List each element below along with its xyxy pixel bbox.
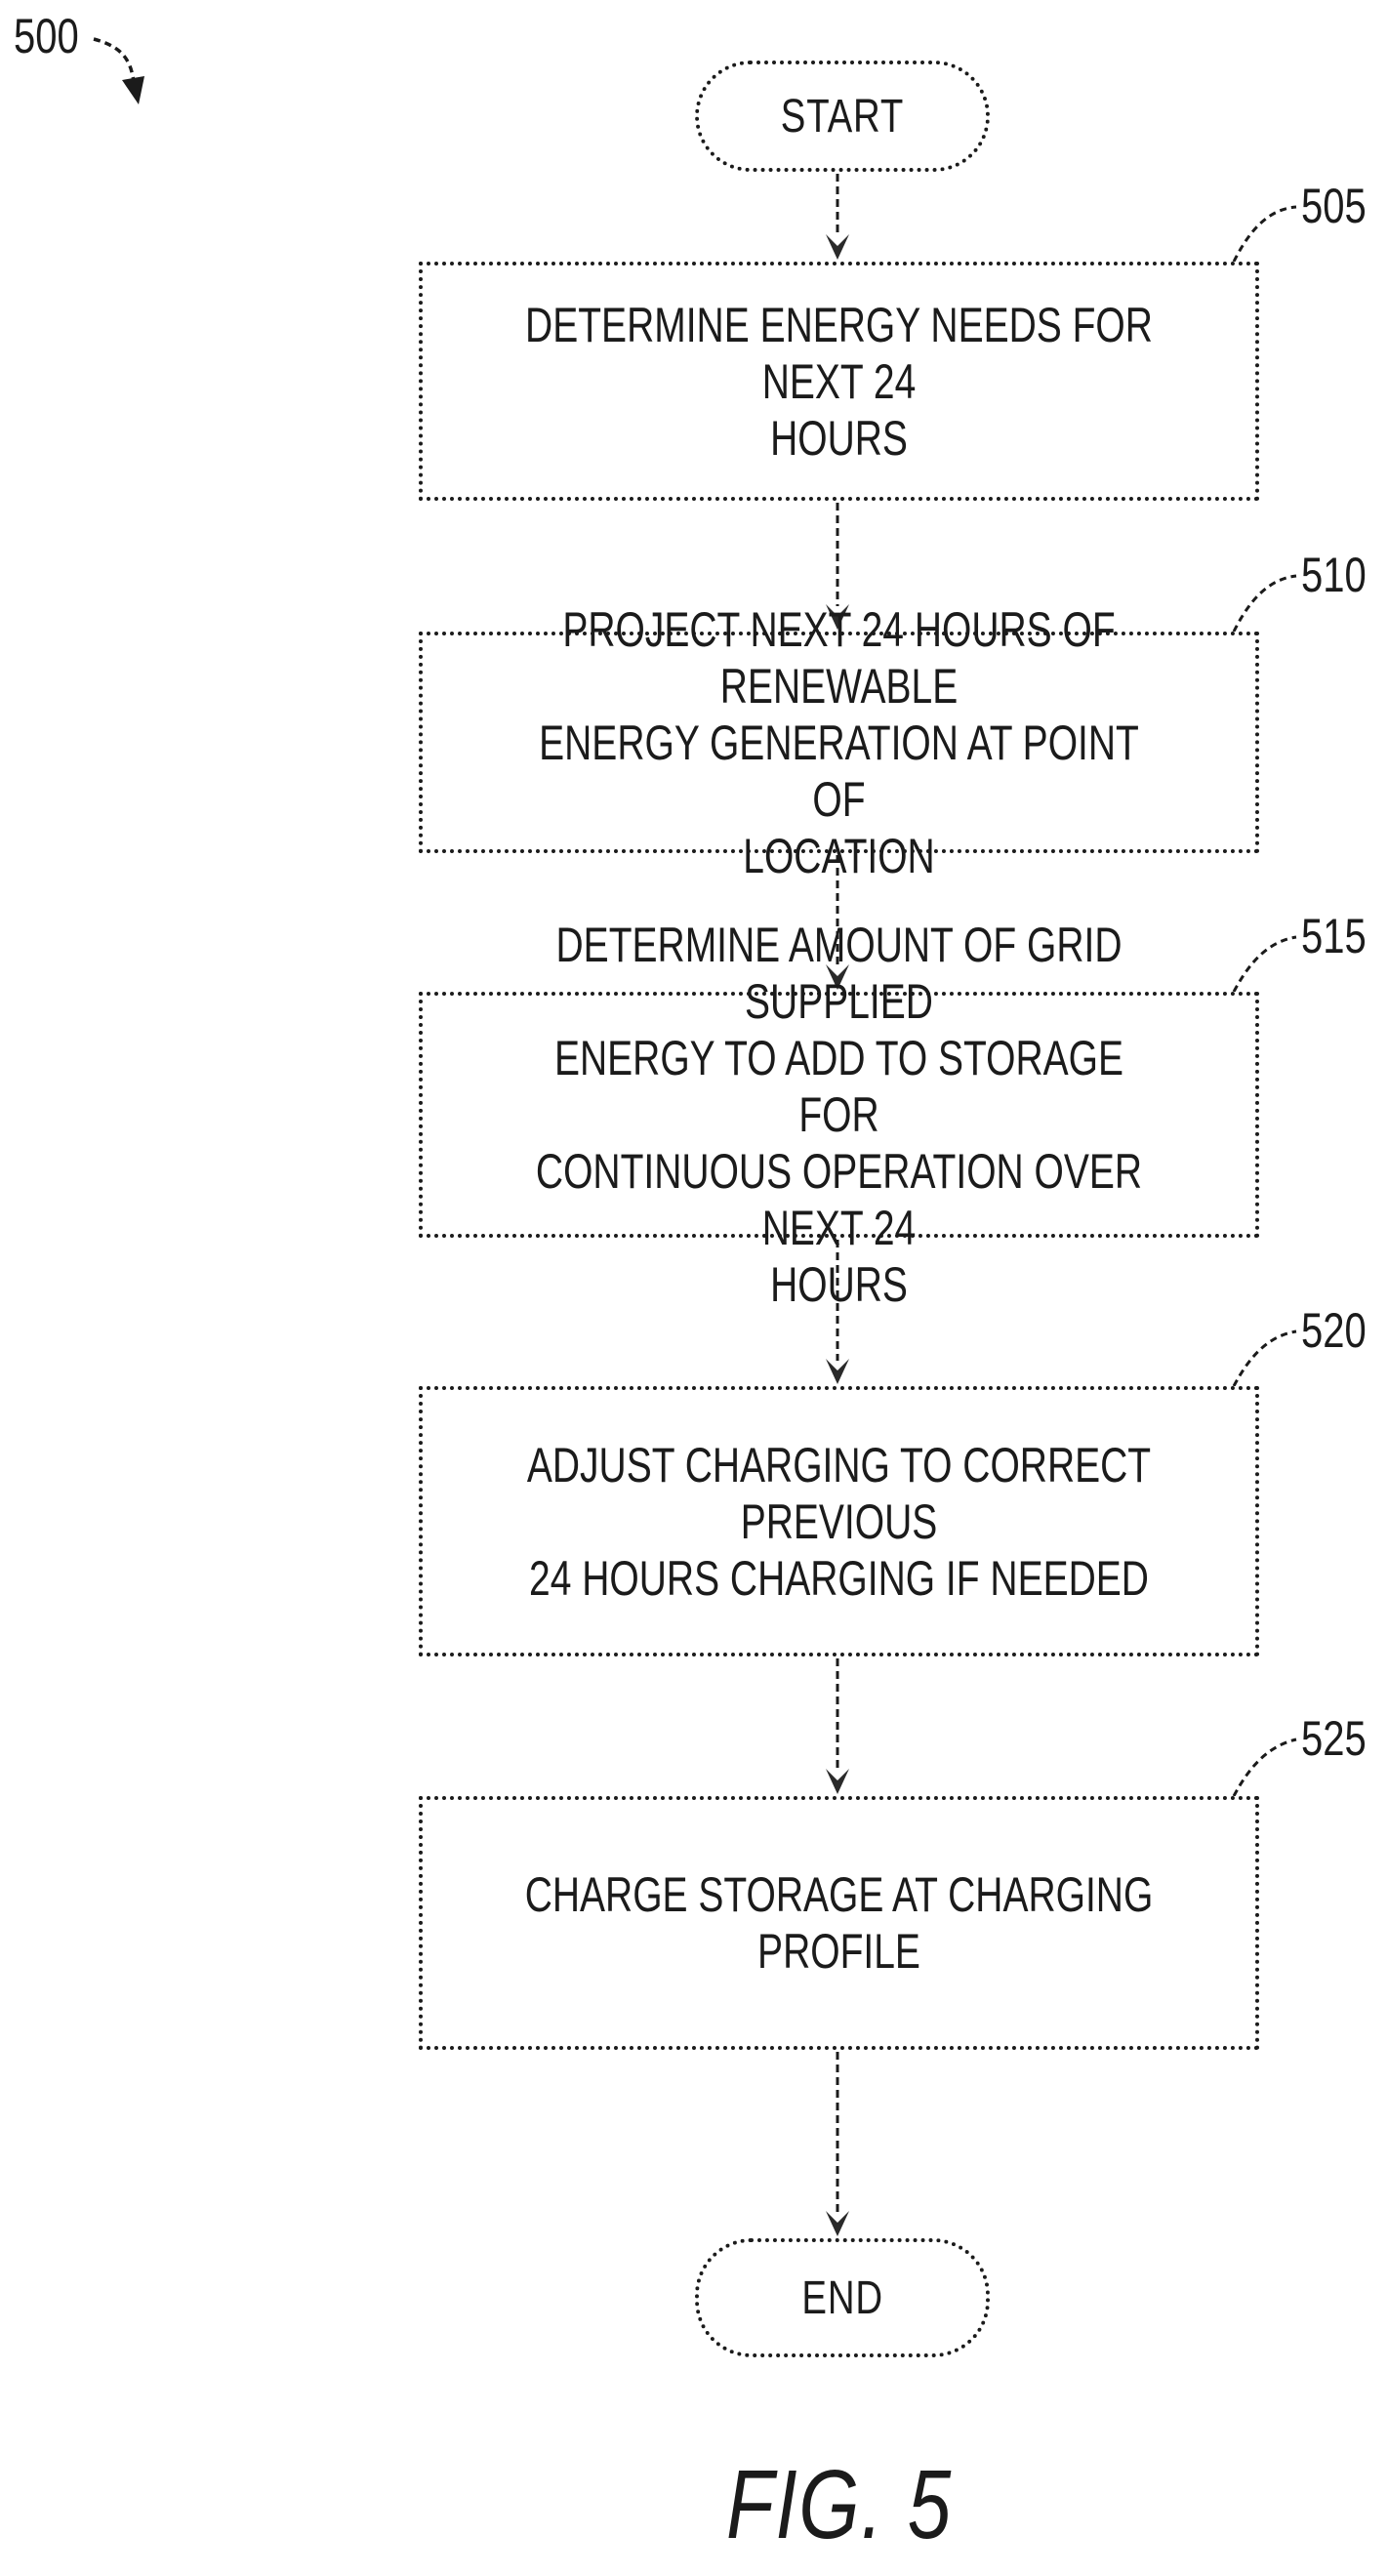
process-text-515: DETERMINE AMOUNT OF GRID SUPPLIED ENERGY… <box>535 918 1143 1312</box>
leader-520 <box>1232 1329 1297 1387</box>
figure-caption-wrap: FIG. 5 <box>419 2456 1259 2554</box>
process-box-525: CHARGE STORAGE AT CHARGING PROFILE <box>419 1796 1259 2050</box>
start-terminal: START <box>695 61 990 172</box>
figure-ref-arrowhead <box>122 76 144 104</box>
end-label: END <box>801 2271 883 2324</box>
start-label: START <box>780 90 905 143</box>
process-box-520: ADJUST CHARGING TO CORRECT PREVIOUS 24 H… <box>419 1386 1259 1656</box>
process-text-505: DETERMINE ENERGY NEEDS FOR NEXT 24 HOURS <box>525 297 1153 466</box>
process-text-510: PROJECT NEXT 24 HOURS OF RENEWABLE ENERG… <box>539 601 1139 883</box>
flow-arrowhead-515-520 <box>826 1359 849 1384</box>
ref-label-525: 525 <box>1301 1711 1367 1766</box>
ref-label-510: 510 <box>1301 548 1367 602</box>
figure-caption: FIG. 5 <box>725 2450 953 2559</box>
flow-arrowhead-520-525 <box>826 1769 849 1794</box>
process-box-515: DETERMINE AMOUNT OF GRID SUPPLIED ENERGY… <box>419 918 1259 1312</box>
end-terminal: END <box>695 2238 990 2357</box>
ref-label-505: 505 <box>1301 179 1367 233</box>
leader-525 <box>1232 1738 1297 1797</box>
figure-ref-arrow <box>93 37 136 83</box>
process-text-525: CHARGE STORAGE AT CHARGING PROFILE <box>524 1867 1154 1979</box>
process-text-520: ADJUST CHARGING TO CORRECT PREVIOUS 24 H… <box>526 1437 1152 1606</box>
leader-515 <box>1232 935 1297 993</box>
process-box-505: DETERMINE ENERGY NEEDS FOR NEXT 24 HOURS <box>419 262 1259 501</box>
process-box-510: PROJECT NEXT 24 HOURS OF RENEWABLE ENERG… <box>419 602 1259 883</box>
ref-label-515: 515 <box>1301 909 1367 963</box>
leader-510 <box>1232 574 1297 633</box>
ref-label-520: 520 <box>1301 1303 1367 1358</box>
figure-ref-label: 500 <box>14 9 79 63</box>
flow-arrowhead-start-505 <box>826 234 849 260</box>
leader-505 <box>1232 205 1297 263</box>
flow-arrowhead-525-end <box>826 2211 849 2236</box>
